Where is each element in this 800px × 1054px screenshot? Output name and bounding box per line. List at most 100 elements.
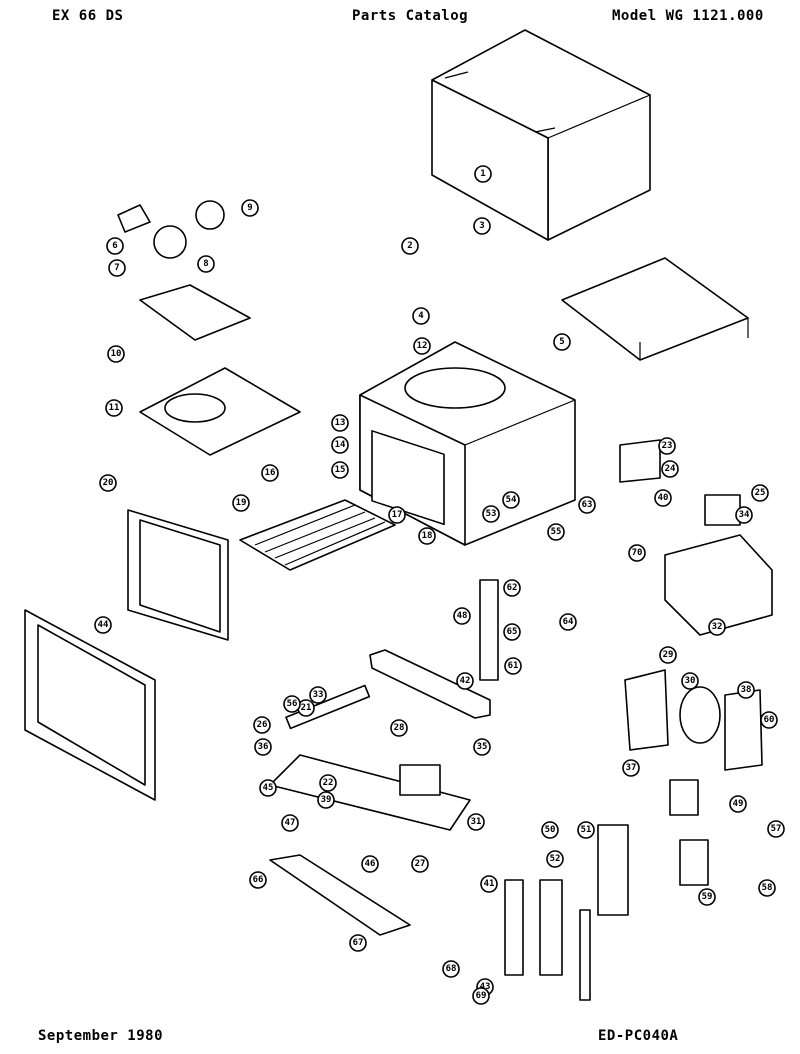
callout-number: 58 (762, 883, 773, 893)
callout-number: 55 (551, 527, 562, 537)
fan-assembly-part (117, 200, 251, 341)
outer-cabinet-part (431, 29, 651, 241)
callout-number: 42 (460, 676, 471, 686)
callout-circle (472, 987, 490, 1005)
callout-number: 35 (477, 742, 488, 752)
callout-circle (411, 855, 429, 873)
callout-63: 63 (578, 496, 596, 514)
oven-rack-part (239, 499, 396, 571)
callout-14: 14 (331, 436, 349, 454)
callout-number: 8 (203, 259, 208, 269)
callout-number: 11 (109, 403, 120, 413)
callout-5: 5 (553, 333, 571, 351)
callout-number: 10 (111, 349, 122, 359)
callout-1: 1 (474, 165, 492, 183)
callout-circle (659, 646, 677, 664)
callout-circle (331, 461, 349, 479)
callout-circle (401, 237, 419, 255)
callout-46: 46 (361, 855, 379, 873)
callout-number: 39 (321, 795, 332, 805)
callout-circle (456, 672, 474, 690)
callout-number: 14 (335, 440, 346, 450)
callout-circle (737, 681, 755, 699)
callout-35: 35 (473, 738, 491, 756)
callout-41: 41 (480, 875, 498, 893)
top-panel-part (561, 257, 749, 361)
callout-11: 11 (105, 399, 123, 417)
callout-24: 24 (661, 460, 679, 478)
callout-8: 8 (197, 255, 215, 273)
callout-number: 53 (486, 509, 497, 519)
callout-38: 38 (737, 681, 755, 699)
callout-number: 46 (365, 859, 376, 869)
callout-33: 33 (309, 686, 327, 704)
callout-circle (261, 464, 279, 482)
callout-circle (577, 821, 595, 839)
callout-circle (453, 607, 471, 625)
callout-circle (559, 613, 577, 631)
callout-number: 27 (415, 859, 426, 869)
callout-44: 44 (94, 616, 112, 634)
callout-circle (106, 237, 124, 255)
callout-circle (283, 695, 301, 713)
callout-64: 64 (559, 613, 577, 631)
callout-number: 59 (702, 892, 713, 902)
callout-67: 67 (349, 934, 367, 952)
callout-number: 41 (484, 879, 495, 889)
callout-number: 62 (507, 583, 518, 593)
callout-number: 61 (508, 661, 519, 671)
callout-circle (708, 618, 726, 636)
callout-number: 9 (247, 203, 252, 213)
callout-circle (99, 474, 117, 492)
callout-69: 69 (472, 987, 490, 1005)
callout-number: 25 (755, 488, 766, 498)
callout-circle (412, 307, 430, 325)
magnetron-part (619, 439, 773, 636)
callout-circle (482, 505, 500, 523)
callout-70: 70 (628, 544, 646, 562)
control-panel-part (269, 579, 763, 1001)
callout-number: 32 (712, 622, 723, 632)
callout-6: 6 (106, 237, 124, 255)
callout-circle (541, 821, 559, 839)
callout-number: 68 (446, 964, 457, 974)
callout-12: 12 (413, 337, 431, 355)
callout-17: 17 (388, 506, 406, 524)
callout-number: 6 (112, 241, 117, 251)
callout-34: 34 (735, 506, 753, 524)
callout-circle (361, 855, 379, 873)
callout-circle (309, 686, 327, 704)
publication-date: September 1980 (38, 1028, 164, 1044)
callout-37: 37 (622, 759, 640, 777)
callout-number: 12 (417, 341, 428, 351)
callout-circle (253, 716, 271, 734)
callout-circle (661, 460, 679, 478)
callout-number: 40 (658, 493, 669, 503)
callout-circle (319, 774, 337, 792)
callout-3: 3 (473, 217, 491, 235)
callout-15: 15 (331, 461, 349, 479)
callout-number: 2 (407, 241, 412, 251)
callout-circle (317, 791, 335, 809)
callout-circle (473, 217, 491, 235)
callout-number: 70 (632, 548, 643, 558)
callout-circle (241, 199, 259, 217)
model-number: Model WG 1121.000 (612, 8, 764, 24)
callout-circle (388, 506, 406, 524)
callout-32: 32 (708, 618, 726, 636)
callout-number: 44 (98, 620, 109, 630)
callout-number: 26 (257, 720, 268, 730)
callout-36: 36 (254, 738, 272, 756)
callout-number: 23 (662, 441, 673, 451)
callout-58: 58 (758, 879, 776, 897)
callout-51: 51 (577, 821, 595, 839)
stirrer-plate-part (139, 367, 301, 456)
callout-number: 4 (418, 311, 424, 321)
callout-number: 67 (353, 938, 364, 948)
callout-52: 52 (546, 850, 564, 868)
callout-40: 40 (654, 489, 672, 507)
callout-number: 49 (733, 799, 744, 809)
callout-number: 16 (265, 468, 276, 478)
callout-circle (654, 489, 672, 507)
